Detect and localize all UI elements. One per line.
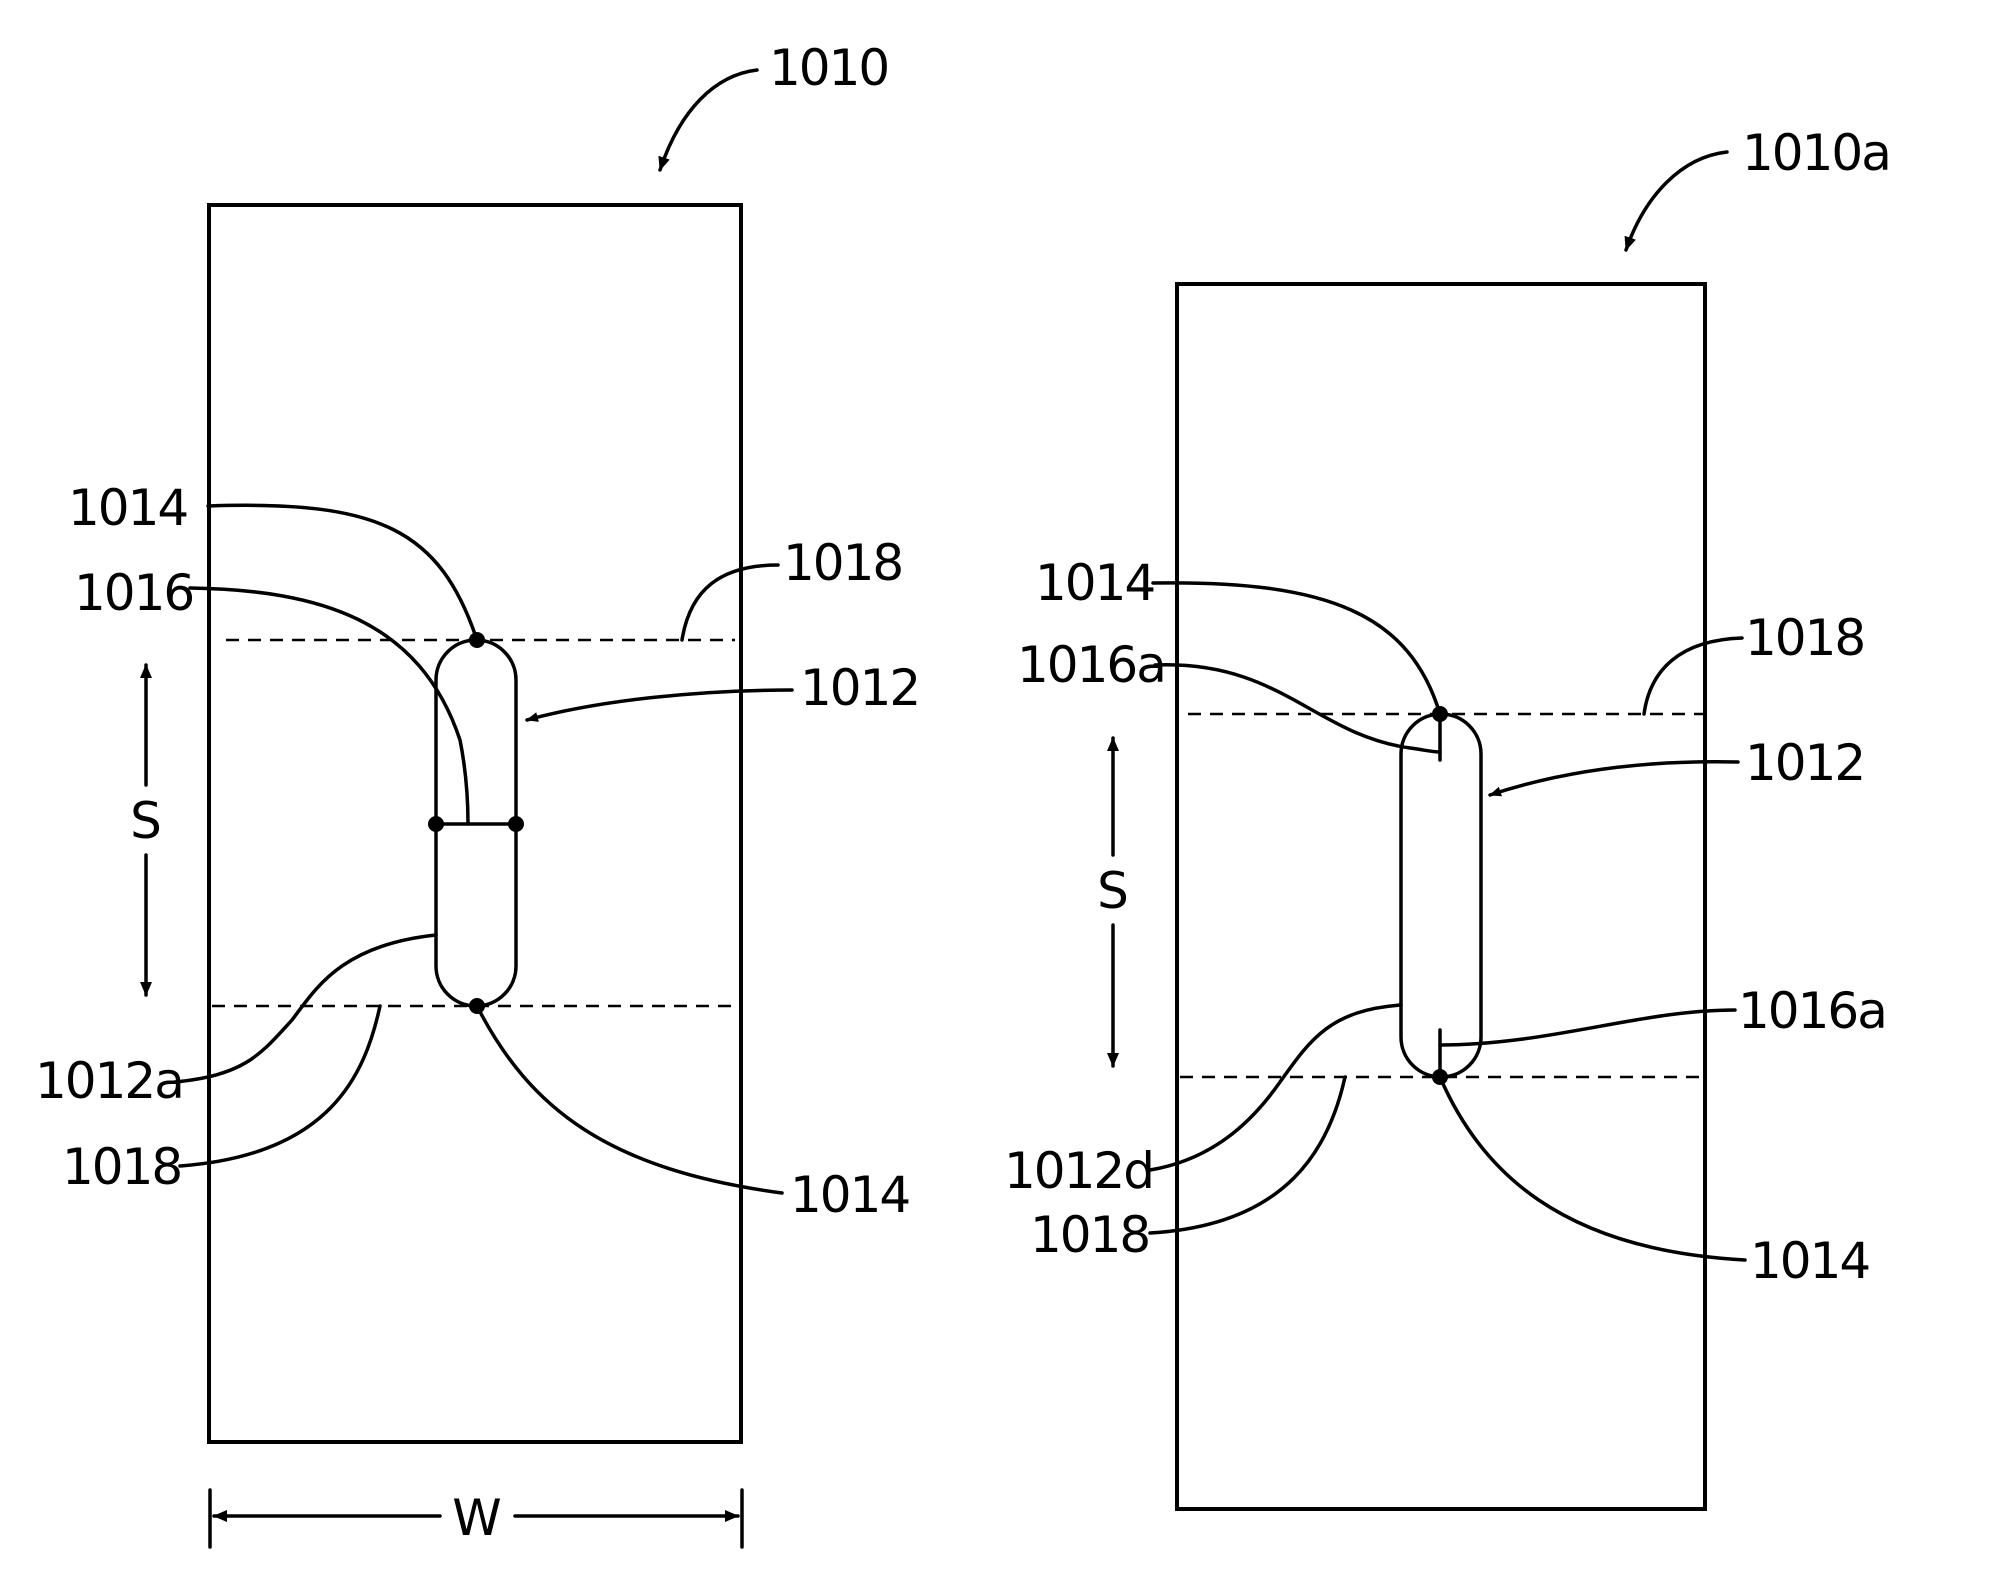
label-1016a-bottom: 1016a	[1738, 982, 1886, 1040]
leader-1012	[1490, 762, 1738, 795]
label-1016a-top: 1016a	[1017, 636, 1165, 694]
label-1016: 1016	[74, 564, 193, 622]
leader-1016a-top	[1155, 665, 1440, 752]
leader-1014-top	[1153, 583, 1440, 714]
dimension-s-label: S	[1097, 862, 1129, 920]
figure-ref-arrow	[1626, 152, 1727, 250]
label-1014-bottom: 1014	[1750, 1232, 1869, 1290]
label-1012: 1012	[800, 659, 919, 717]
leader-1018-bottom	[1150, 1077, 1345, 1233]
label-1018-bottom: 1018	[1030, 1206, 1149, 1264]
label-1018-bottom: 1018	[62, 1138, 181, 1196]
figure-1010a: 1010a 1014 1016a 1018 1012 1016a 1012d 1…	[1004, 124, 1890, 1509]
leader-1012	[527, 690, 792, 720]
label-1014-top: 1014	[1035, 554, 1154, 612]
label-1018-top: 1018	[783, 534, 902, 592]
leader-1012a	[175, 935, 436, 1082]
leader-1016a-bottom	[1440, 1010, 1735, 1045]
leader-1012d	[1150, 1005, 1401, 1170]
dimension-s-label: S	[130, 792, 162, 850]
node-middle-left	[428, 816, 444, 832]
leader-1014-bottom	[1440, 1077, 1745, 1260]
leader-1018-top	[1644, 638, 1742, 714]
figure-ref-1010: 1010	[769, 39, 888, 97]
label-1012: 1012	[1745, 734, 1864, 792]
label-1014-top: 1014	[68, 479, 187, 537]
dimension-w-label: W	[452, 1489, 501, 1547]
label-1012a: 1012a	[35, 1052, 183, 1110]
figure-ref-arrow	[660, 70, 757, 170]
coupon-outline	[1177, 284, 1705, 1509]
leader-1018-top	[682, 565, 778, 640]
leader-1016	[190, 588, 468, 824]
label-1014-bottom: 1014	[790, 1166, 909, 1224]
node-middle-right	[508, 816, 524, 832]
label-1012d: 1012d	[1004, 1142, 1153, 1200]
leader-1014-top	[208, 505, 477, 640]
figure-ref-1010a: 1010a	[1742, 124, 1890, 182]
leader-1014-bottom	[477, 1006, 782, 1193]
weld-slot-1012	[1401, 714, 1481, 1077]
figure-1010: 1010 1014 1016 1018 1012 1012a 1018 1014…	[35, 39, 919, 1547]
label-1018-top: 1018	[1745, 609, 1864, 667]
